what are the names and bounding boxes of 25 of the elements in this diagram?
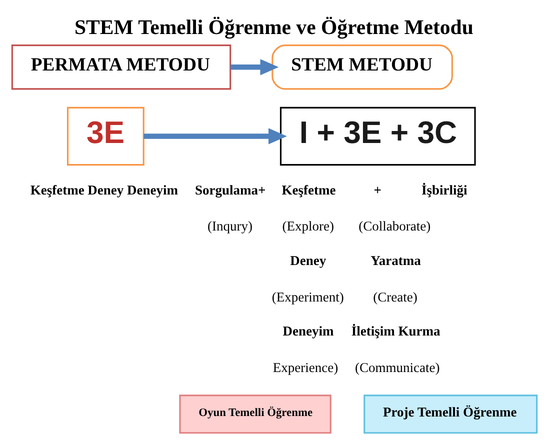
label: Keşfetme Deney Deneyim [30, 182, 178, 198]
node-box: PERMATA METODU [11, 44, 232, 90]
node-box: 3E [66, 106, 144, 166]
node-box: Proje Temelli Öğrenme [364, 394, 538, 434]
label: Sorgulama+ [195, 182, 266, 198]
diagram-title: STEM Temelli Öğrenme ve Öğretme Metodu [74, 16, 474, 39]
node-box: STEM METODU [272, 44, 453, 90]
label: İşbirliği [422, 182, 468, 198]
label: Deney [290, 252, 326, 268]
label: İletişim Kurma [351, 324, 440, 339]
label: Keşfetme [282, 182, 336, 198]
label: (Create) [373, 289, 418, 304]
label: + [374, 182, 382, 198]
label: Experience) [272, 360, 338, 375]
label: Deneyim [282, 324, 334, 339]
label: (Collaborate) [358, 218, 431, 234]
label: (Inqury) [207, 218, 252, 234]
label: (Communicate) [355, 360, 440, 375]
label: (Explore) [282, 218, 334, 234]
node-box: Oyun Temelli Öğrenme [179, 394, 332, 434]
label: (Experiment) [272, 289, 344, 304]
arrow [144, 128, 287, 144]
arrow [230, 59, 279, 76]
label: Yaratma [370, 252, 421, 268]
node-box: I + 3E + 3C [280, 106, 476, 166]
